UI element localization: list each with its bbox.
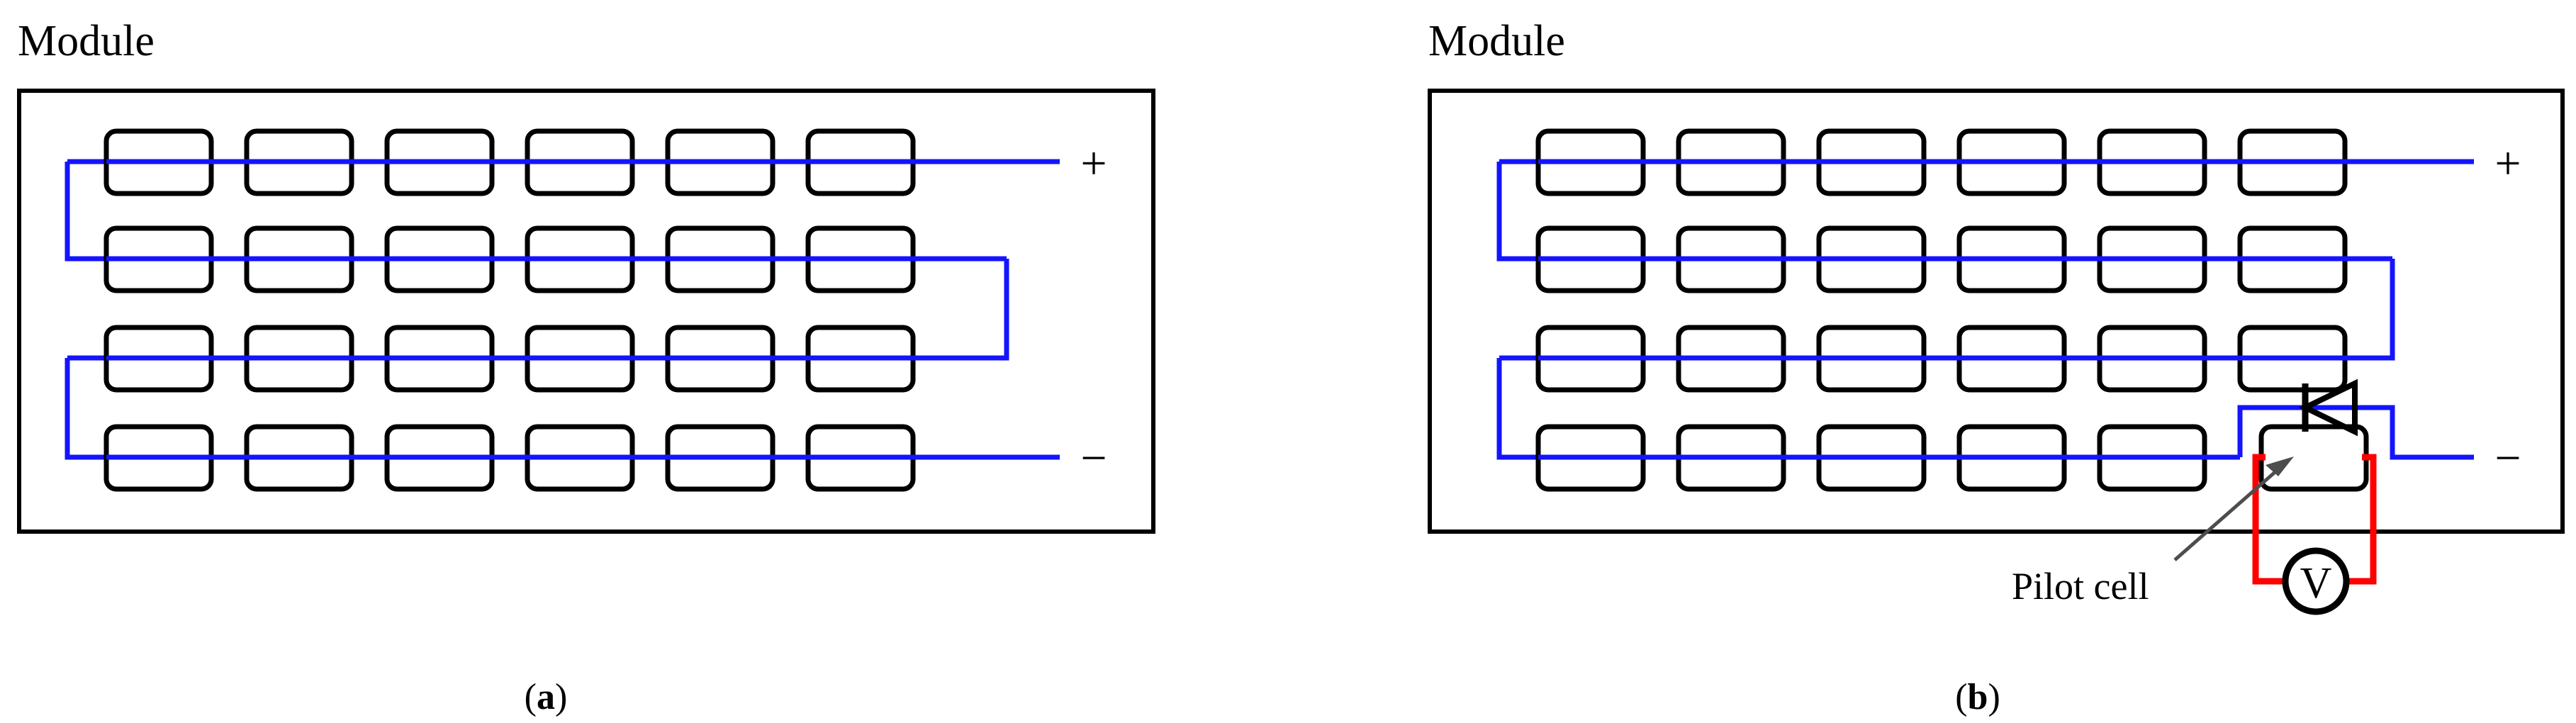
panel-a-negative-terminal: − [1080, 432, 1107, 484]
pilot-cell-label: Pilot cell [2012, 565, 2149, 607]
panel-a-caption: (a) [525, 677, 568, 717]
voltmeter-letter: V [2300, 559, 2332, 607]
voltmeter-sense-loop [2252, 454, 2377, 585]
panel-b-negative-terminal: − [2494, 432, 2521, 484]
panel-b-positive-terminal: + [2494, 138, 2521, 189]
panel-a-caption-open: ( [525, 677, 537, 717]
leader-line [2173, 463, 2285, 561]
panel-b-caption-open: ( [1955, 677, 1967, 717]
panel-b-wiring-overlay [1538, 159, 2474, 460]
voltmeter-icon: V [2282, 547, 2350, 615]
panel-b-caption-letter: b [1968, 677, 1988, 717]
voltmeter-lead-left [2252, 454, 2288, 585]
bypass-diode-anode-triangle [2298, 379, 2358, 437]
panel-b-module-frame [1428, 89, 2565, 534]
leader-arrow-icon [2173, 456, 2294, 561]
panel-b-caption-close: ) [1988, 677, 2000, 717]
panel-a: Module [17, 17, 1155, 717]
panel-b-module-title: Module [1428, 17, 1565, 65]
panel-a-positive-terminal: + [1080, 138, 1107, 189]
panel-a-module-frame [17, 89, 1155, 534]
voltmeter-circle [2282, 547, 2350, 615]
panel-a-caption-close: ) [555, 677, 567, 717]
panel-b: Module [1428, 17, 2565, 717]
panel-a-module-title: Module [18, 17, 155, 65]
panel-a-caption-letter: a [537, 677, 555, 717]
bypass-diode-icon [2298, 379, 2358, 437]
voltmeter-lead-right [2343, 454, 2377, 585]
panel-a-wiring-overlay [106, 159, 1060, 460]
leader-arrowhead [2266, 456, 2294, 476]
panel-b-caption: (b) [1955, 677, 2000, 717]
